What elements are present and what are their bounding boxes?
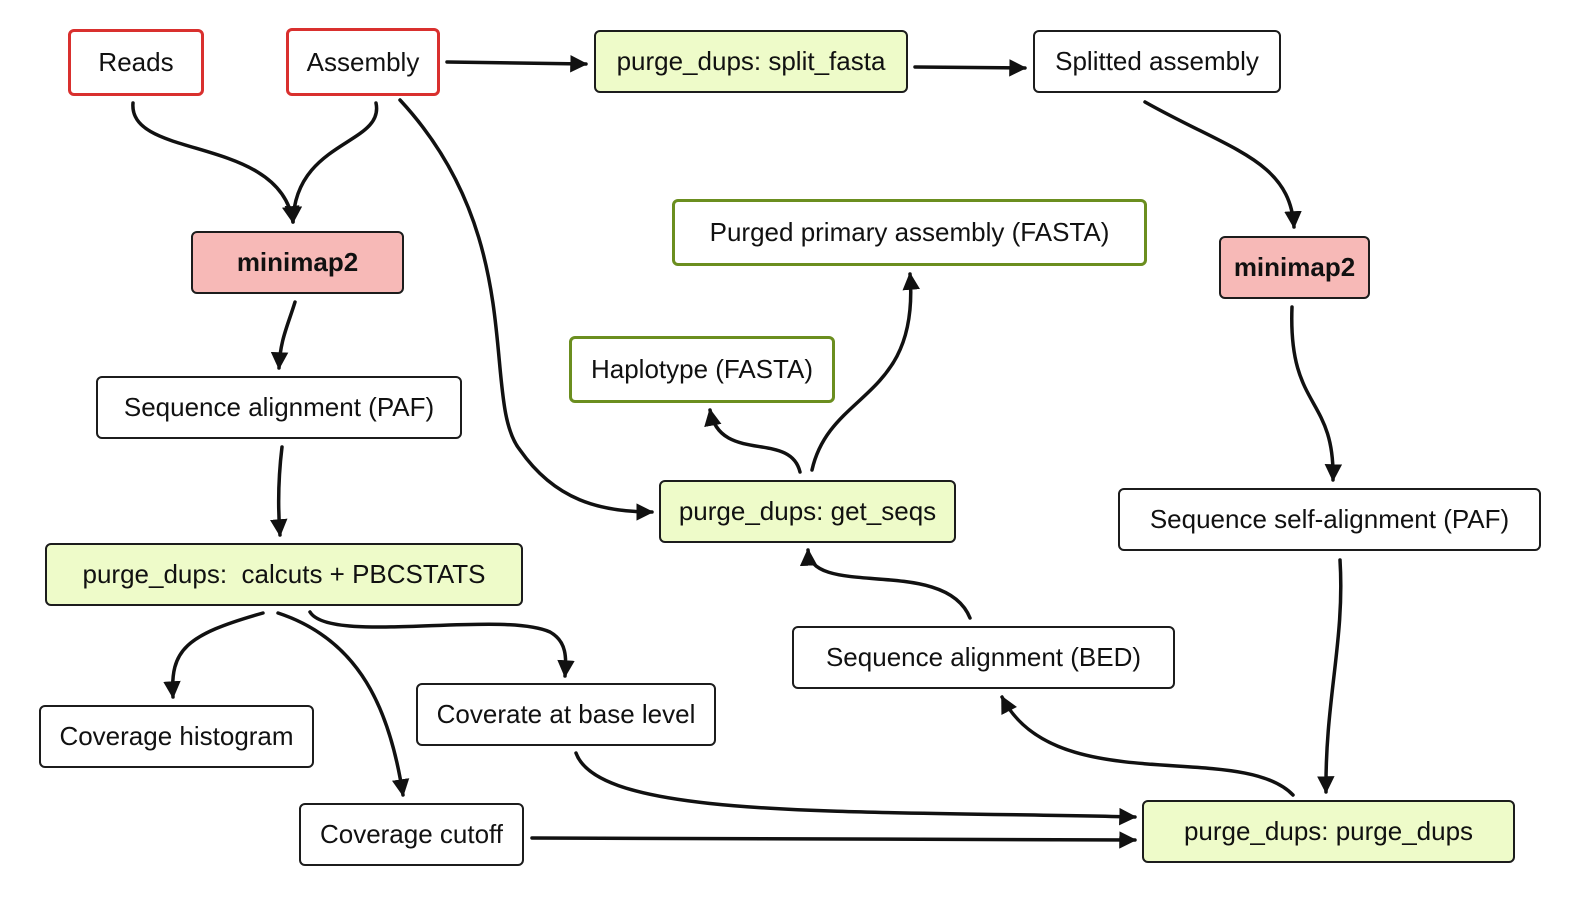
edge-calcuts-to-cutoff [276, 611, 410, 797]
reads-node[interactable]: Reads [68, 29, 204, 96]
coverage-base-level-label: Coverate at base level [436, 699, 696, 729]
get-seqs-node[interactable]: purge_dups: get_seqs [659, 480, 956, 543]
edge-cutoff-to-purge-dups [530, 831, 1137, 849]
minimap2-left-label: minimap2 [236, 247, 359, 277]
sequence-alignment-bed-label: Sequence alignment (BED) [825, 642, 1142, 672]
edge-get-seqs-to-purged [810, 272, 920, 472]
coverage-histogram-node[interactable]: Coverage histogram [39, 705, 314, 768]
split-fasta-node[interactable]: purge_dups: split_fasta [594, 30, 908, 93]
edge-assembly-to-split-fasta [445, 55, 588, 73]
purged-primary-assembly-node[interactable]: Purged primary assembly (FASTA) [672, 199, 1147, 266]
coverage-histogram-label: Coverage histogram [59, 721, 294, 751]
haplotype-label: Haplotype (FASTA) [590, 354, 814, 384]
sequence-self-alignment-paf-label: Sequence self-alignment (PAF) [1149, 504, 1510, 534]
edge-assembly-to-minimap2 [284, 101, 379, 224]
purge-dups-node[interactable]: purge_dups: purge_dups [1142, 800, 1515, 863]
splitted-assembly-node[interactable]: Splitted assembly [1033, 30, 1281, 93]
edge-calcuts-to-base-level [308, 610, 575, 678]
calcuts-pbcstats-node[interactable]: purge_dups: calcuts + PBCSTATS [45, 543, 523, 606]
get-seqs-label: purge_dups: get_seqs [678, 496, 937, 526]
edge-assembly-to-get-seqs [398, 98, 654, 521]
split-fasta-label: purge_dups: split_fasta [616, 46, 886, 76]
edge-purge-dups-to-bed [1000, 695, 1295, 797]
edge-self-paf-to-purge-dups [1317, 558, 1343, 794]
edge-minimap2-to-paf [270, 300, 297, 370]
calcuts-pbcstats-label: purge_dups: calcuts + PBCSTATS [82, 559, 486, 589]
sequence-alignment-paf-label: Sequence alignment (PAF) [123, 392, 435, 422]
edge-minimap2-right-to-self-paf [1290, 305, 1343, 482]
coverage-base-level-node[interactable]: Coverate at base level [416, 683, 716, 746]
purged-primary-assembly-label: Purged primary assembly (FASTA) [709, 217, 1110, 247]
splitted-assembly-label: Splitted assembly [1055, 46, 1259, 76]
edge-get-seqs-to-haplotype [704, 408, 802, 474]
edge-splitted-to-minimap2-right [1143, 100, 1302, 229]
assembly-label: Assembly [306, 46, 420, 77]
edge-base-level-to-purge-dups [574, 751, 1137, 826]
reads-label: Reads [98, 47, 174, 77]
edge-reads-to-minimap2 [131, 101, 300, 224]
sequence-alignment-paf-node[interactable]: Sequence alignment (PAF) [96, 376, 462, 439]
minimap2-right-label: minimap2 [1233, 252, 1356, 282]
sequence-alignment-bed-node[interactable]: Sequence alignment (BED) [792, 626, 1175, 689]
purge-dups-label: purge_dups: purge_dups [1183, 816, 1474, 846]
assembly-node[interactable]: Assembly [286, 28, 440, 96]
minimap2-right-node[interactable]: minimap2 [1219, 236, 1370, 299]
coverage-cutoff-label: Coverage cutoff [319, 819, 504, 849]
sequence-self-alignment-paf-node[interactable]: Sequence self-alignment (PAF) [1118, 488, 1541, 551]
edge-paf-to-calcuts [270, 445, 288, 537]
edge-bed-to-get-seqs [799, 548, 972, 620]
coverage-cutoff-node[interactable]: Coverage cutoff [299, 803, 524, 866]
haplotype-node[interactable]: Haplotype (FASTA) [569, 336, 835, 403]
edge-calcuts-to-histogram [163, 611, 265, 699]
edge-split-fasta-to-splitted [913, 59, 1027, 77]
minimap2-left-node[interactable]: minimap2 [191, 231, 404, 294]
